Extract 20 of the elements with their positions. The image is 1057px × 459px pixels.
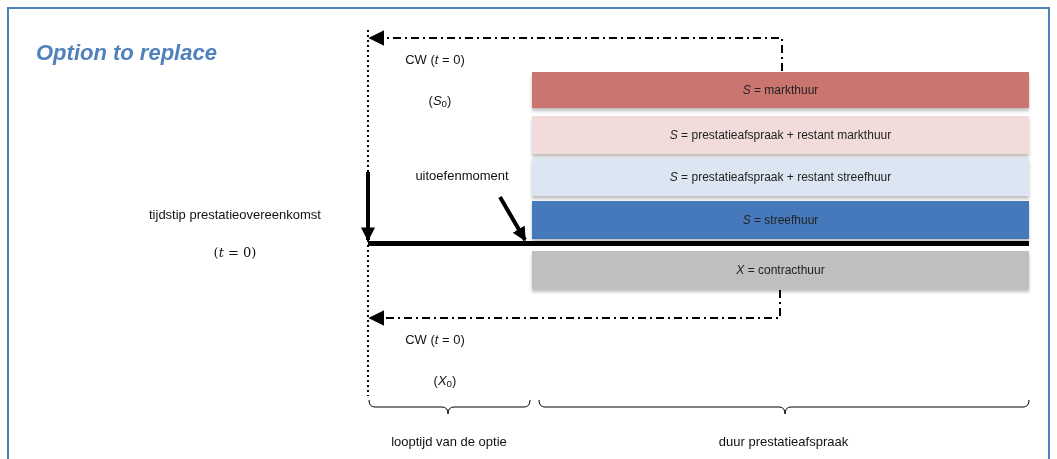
arrow — [368, 30, 783, 72]
formula-label: CW (t = 0) — [405, 331, 465, 349]
arrow — [368, 289, 781, 326]
timeline-bar — [368, 241, 1029, 246]
title: Option to replace — [36, 39, 217, 67]
arrow — [361, 172, 375, 242]
span-label: looptijd van de optie — [391, 433, 507, 451]
formula-label: (X$_{0}$) — [433, 372, 457, 391]
value-bar: X = contracthuur — [532, 251, 1029, 289]
formula-label: (S$_{0}$) — [428, 92, 452, 111]
note-text: tijdstip prestatieovereenkomst — [149, 206, 321, 224]
value-bar: S = prestatieafspraak + restant streefhuur — [532, 158, 1029, 196]
value-bar: S = prestatieafspraak + restant markthuur — [532, 116, 1029, 154]
value-bar: S = markthuur — [532, 72, 1029, 108]
value-bar: S = streefhuur — [532, 201, 1029, 239]
arrow — [498, 196, 527, 242]
formula-label: CW (t = 0) — [405, 51, 465, 69]
span-label: duur prestatieafspraak — [718, 433, 849, 451]
formula-text: (t = 0) — [213, 243, 257, 262]
note-text: uitoefenmoment — [415, 167, 509, 185]
